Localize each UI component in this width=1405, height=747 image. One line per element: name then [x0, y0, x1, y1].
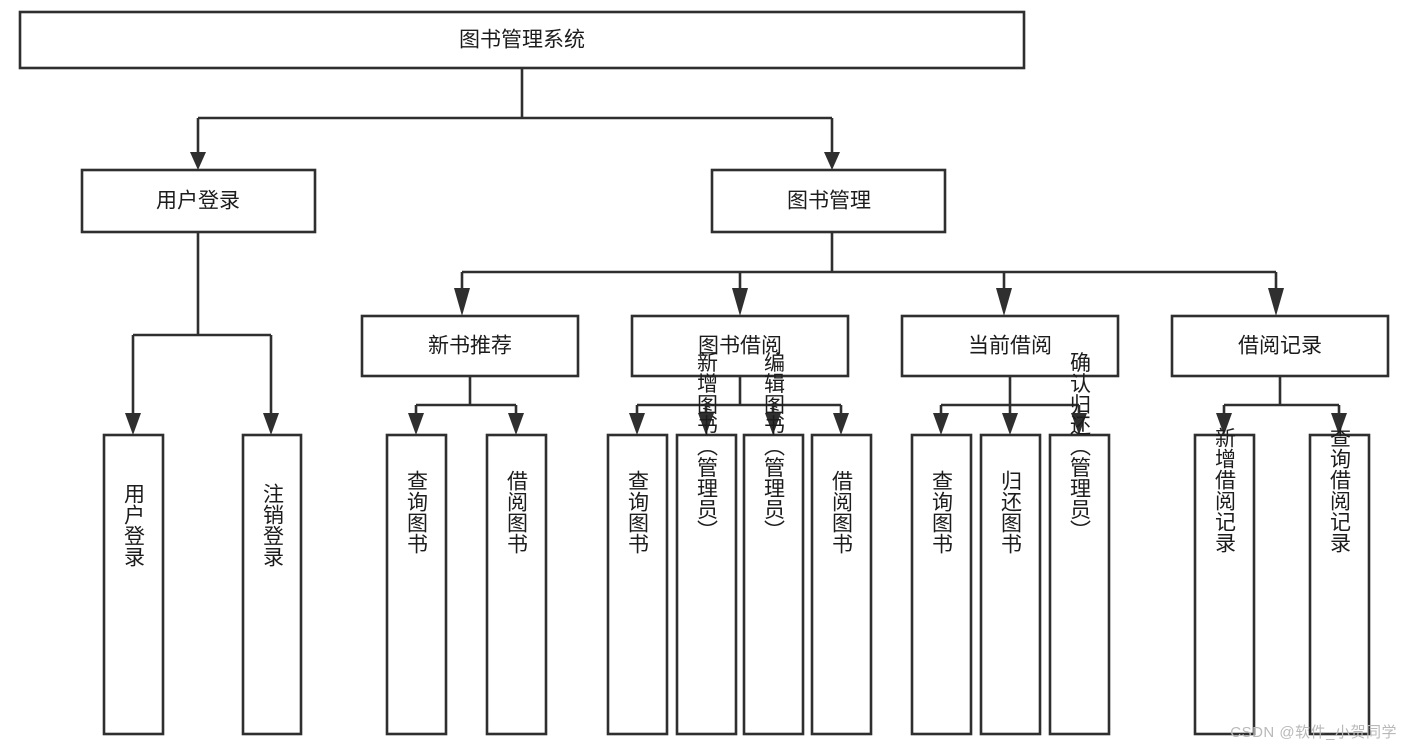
arrow-head-book-mgmt — [824, 152, 840, 170]
node-book-borrow-box[interactable] — [630, 314, 850, 378]
arrow-head-nb-leaf-2 — [508, 413, 524, 435]
leaf-bb-edit-book-label: 编辑图书（管理员） — [762, 352, 786, 541]
node-user-login-box[interactable] — [80, 168, 317, 234]
leaf-node[interactable]: 查询图书 — [910, 433, 973, 736]
leaf-bb-add-book-box[interactable] — [675, 433, 738, 736]
leaf-node[interactable]: 查询图书 — [385, 433, 448, 736]
arrow-head-bb-leaf-3 — [765, 413, 781, 435]
arrow-head-leaf-user-login — [125, 413, 141, 435]
leaf-br-query-record-box[interactable] — [1308, 433, 1371, 736]
leaf-nb-query-book-box[interactable] — [385, 433, 448, 736]
leaf-logout-label: 注销登录 — [261, 483, 285, 567]
arrow-head-book-borrow — [732, 288, 748, 316]
node-borrow-record-label: 借阅记录 — [1238, 335, 1322, 358]
node-current-borrow[interactable]: 当前借阅 — [900, 314, 1120, 378]
leaf-br-add-record-label: 新增借阅记录 — [1213, 427, 1237, 553]
node-new-book-recommend-box[interactable] — [360, 314, 580, 378]
leaf-bb-query-book-label: 查询图书 — [626, 470, 650, 554]
leaf-bb-add-book-label: 新增图书（管理员） — [695, 352, 719, 541]
arrow-head-bb-leaf-2 — [698, 413, 714, 435]
leaf-bb-borrow-book-label: 借阅图书 — [830, 470, 854, 554]
node-borrow-record-box[interactable] — [1170, 314, 1390, 378]
arrow-head-nb-leaf-1 — [408, 413, 424, 435]
leaf-node[interactable]: 编辑图书（管理员） — [742, 352, 805, 736]
node-root-box[interactable] — [18, 10, 1026, 70]
node-book-management-box[interactable] — [710, 168, 947, 234]
leaf-cb-query-book-box[interactable] — [910, 433, 973, 736]
leaf-cb-return-book-box[interactable] — [979, 433, 1042, 736]
node-root-label: 图书管理系统 — [459, 29, 585, 52]
arrow-head-leaf-logout — [263, 413, 279, 435]
leaf-nb-borrow-book-label: 借阅图书 — [505, 470, 529, 554]
node-book-borrow-label: 图书借阅 — [698, 335, 782, 358]
node-user-login-label: 用户登录 — [156, 190, 240, 213]
leaf-bb-borrow-book-box[interactable] — [810, 433, 873, 736]
leaf-nb-borrow-book-box[interactable] — [485, 433, 548, 736]
arrow-head-bb-leaf-4 — [833, 413, 849, 435]
node-current-borrow-label: 当前借阅 — [968, 335, 1052, 358]
leaf-node[interactable]: 新增图书（管理员） — [675, 352, 738, 736]
leaf-node[interactable]: 新增借阅记录 — [1193, 427, 1256, 736]
arrow-head-borrow-record — [1268, 288, 1284, 316]
connector-layer — [125, 68, 1347, 435]
leaf-node[interactable]: 借阅图书 — [485, 433, 548, 736]
arrow-head-new-book — [454, 288, 470, 316]
leaf-br-query-record-label: 查询借阅记录 — [1328, 427, 1352, 553]
leaf-node[interactable]: 注销登录 — [241, 433, 303, 736]
leaf-logout-box[interactable] — [241, 433, 303, 736]
leaf-node[interactable]: 归还图书 — [979, 433, 1042, 736]
node-book-management[interactable]: 图书管理 — [710, 168, 947, 234]
arrow-head-user-login — [190, 152, 206, 170]
leaf-node[interactable]: 用户登录 — [102, 433, 165, 736]
leaf-bb-query-book-box[interactable] — [606, 433, 669, 736]
arrow-head-cb-leaf-3 — [1071, 413, 1087, 435]
arrow-head-bb-leaf-1 — [629, 413, 645, 435]
leaf-user-login-label: 用户登录 — [122, 483, 146, 567]
leaf-node[interactable]: 借阅图书 — [810, 433, 873, 736]
leaf-cb-confirm-return-label: 确认归还（管理员） — [1068, 352, 1092, 541]
leaf-node[interactable]: 确认归还（管理员） — [1048, 352, 1111, 736]
arrow-head-cb-leaf-1 — [933, 413, 949, 435]
arrow-head-br-leaf-2 — [1331, 413, 1347, 435]
leaf-nb-query-book-label: 查询图书 — [405, 470, 429, 554]
leaf-br-add-record-box[interactable] — [1193, 433, 1256, 736]
node-book-management-label: 图书管理 — [787, 190, 871, 213]
arrow-head-cb-leaf-2 — [1002, 413, 1018, 435]
arrow-head-br-leaf-1 — [1216, 413, 1232, 435]
csdn-watermark: CSDN @软件_小贺同学 — [1230, 724, 1397, 741]
leaf-cb-confirm-return-box[interactable] — [1048, 433, 1111, 736]
arrow-head-current-borrow — [996, 288, 1012, 316]
node-book-borrow[interactable]: 图书借阅 — [630, 314, 850, 378]
leaf-bb-edit-book-box[interactable] — [742, 433, 805, 736]
node-new-book-recommend[interactable]: 新书推荐 — [360, 314, 580, 378]
leaf-cb-query-book-label: 查询图书 — [930, 470, 954, 554]
node-current-borrow-box[interactable] — [900, 314, 1120, 378]
leaf-cb-return-book-label: 归还图书 — [999, 470, 1023, 554]
node-root[interactable]: 图书管理系统 — [18, 10, 1026, 70]
leaf-node[interactable]: 查询图书 — [606, 433, 669, 736]
node-borrow-record[interactable]: 借阅记录 — [1170, 314, 1390, 378]
leaf-node[interactable]: 查询借阅记录 — [1308, 427, 1371, 736]
node-new-book-recommend-label: 新书推荐 — [428, 335, 512, 358]
node-user-login[interactable]: 用户登录 — [80, 168, 317, 234]
leaf-user-login-box[interactable] — [102, 433, 165, 736]
